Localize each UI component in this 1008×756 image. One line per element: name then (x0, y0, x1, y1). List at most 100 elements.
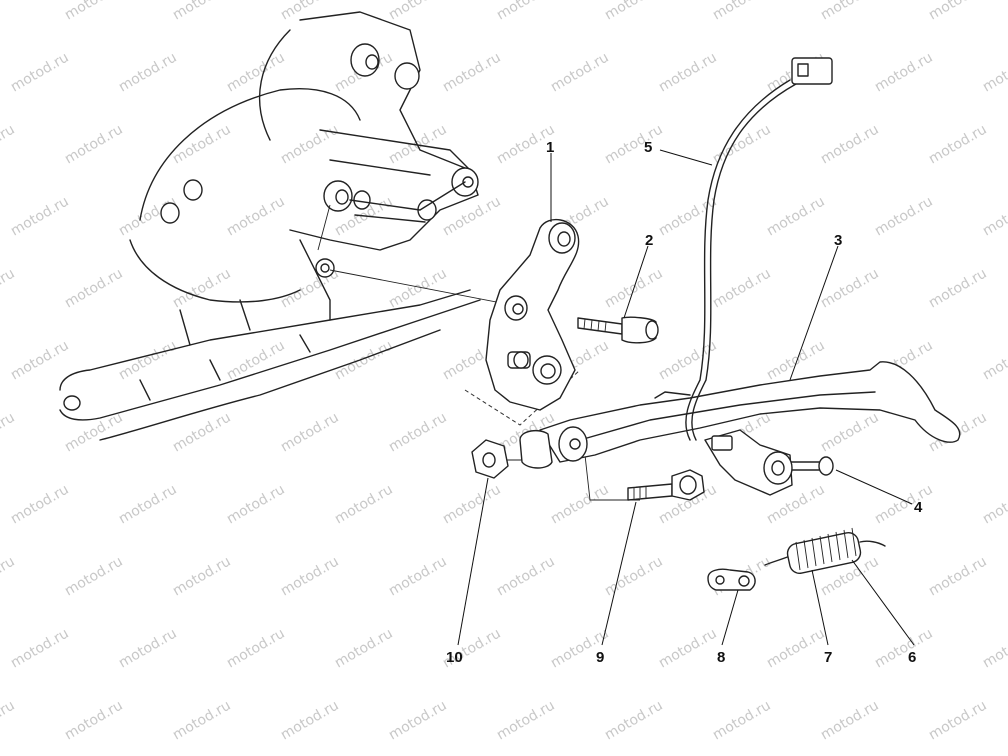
watermark-text: motod.ru (224, 625, 288, 671)
watermark-text: motod.ru (8, 337, 72, 383)
watermark-text: motod.ru (548, 481, 612, 527)
watermark-text: motod.ru (494, 697, 558, 743)
watermark-text: motod.ru (170, 697, 234, 743)
watermark-text: motod.ru (170, 265, 234, 311)
watermark-text: motod.ru (0, 0, 18, 23)
watermark-text: motod.ru (386, 0, 450, 23)
sidestand-bracket (485, 218, 580, 411)
callout-5: 5 (644, 139, 652, 156)
watermark-text: motod.ru (8, 193, 72, 239)
callout-leaders (457, 149, 915, 646)
watermark-text: motod.ru (224, 193, 288, 239)
watermark-text: motod.ru (0, 409, 18, 455)
callout-1: 1 (546, 139, 554, 156)
watermark-text: motod.ru (224, 481, 288, 527)
callout-labels: 1 2 3 4 5 6 7 8 9 10 (446, 139, 923, 666)
bolt (577, 316, 659, 344)
spring (764, 527, 886, 574)
watermark-text: motod.ru (440, 49, 504, 95)
watermark-text: motod.ru (764, 193, 828, 239)
watermark-text: motod.ru (764, 625, 828, 671)
watermark-text: motod.ru (0, 265, 18, 311)
watermark-text: motod.ru (656, 193, 720, 239)
watermark-text: motod.ru (818, 0, 882, 23)
watermark-text: motod.ru (710, 0, 774, 23)
watermark-text: motod.ru (818, 121, 882, 167)
watermark-text: motod.ru (980, 481, 1008, 527)
sidestand (519, 361, 961, 469)
watermark-text: motod.ru (602, 553, 666, 599)
pivot-bolt (627, 469, 705, 501)
watermark-text: motod.ru (818, 697, 882, 743)
engine-case-drawing (59, 11, 481, 441)
watermark-text: motod.ru (116, 49, 180, 95)
watermark-text: motod.ru (980, 625, 1008, 671)
watermark-text: motod.ru (8, 481, 72, 527)
watermark-text: motod.ru (872, 49, 936, 95)
callout-6: 6 (908, 649, 916, 666)
watermark-text: motod.ru (332, 337, 396, 383)
watermark-text: motod.ru (62, 0, 126, 23)
watermark-text: motod.ru (386, 553, 450, 599)
watermark-text: motod.ru (872, 193, 936, 239)
watermark-text: motod.ru (440, 481, 504, 527)
watermark-text: motod.ru (332, 481, 396, 527)
watermark-text: motod.ru (224, 49, 288, 95)
watermark-text: motod.ru (980, 193, 1008, 239)
callout-7: 7 (824, 649, 832, 666)
sidestand-switch (685, 57, 833, 496)
watermark-text: motod.ru (818, 409, 882, 455)
watermark-text: motod.ru (278, 409, 342, 455)
watermark-text: motod.ru (602, 0, 666, 23)
watermark-text: motod.ru (170, 409, 234, 455)
watermark-text: motod.ru (710, 265, 774, 311)
watermark-text: motod.ru (494, 553, 558, 599)
callout-3: 3 (834, 232, 842, 249)
watermark-text: motod.ru (62, 121, 126, 167)
callout-4: 4 (914, 499, 923, 516)
watermark-text: motod.ru (62, 409, 126, 455)
watermark-text: motod.ru (926, 553, 990, 599)
watermark-text: motod.ru (62, 265, 126, 311)
watermark-text: motod.ru (602, 121, 666, 167)
watermark-text: motod.ru (926, 697, 990, 743)
watermark-text: motod.ru (170, 553, 234, 599)
watermark-text: motod.ru (8, 49, 72, 95)
watermark-text: motod.ru (818, 265, 882, 311)
callout-10: 10 (446, 649, 463, 666)
watermark-text: motod.ru (980, 337, 1008, 383)
watermark-text: motod.ru (872, 625, 936, 671)
watermark-text: motod.ru (224, 337, 288, 383)
watermark-text: motod.ru (278, 553, 342, 599)
watermark-text: motod.ru (278, 697, 342, 743)
watermark-text: motod.ru (926, 265, 990, 311)
watermark-text: motod.ru (656, 625, 720, 671)
watermark-text: motod.ru (494, 0, 558, 23)
watermark-text: motod.ru (278, 0, 342, 23)
watermark-text: motod.ru (332, 625, 396, 671)
watermark-text: motod.ru (440, 193, 504, 239)
watermark-text: motod.ru (0, 553, 18, 599)
callout-8: 8 (717, 649, 725, 666)
watermark-text: motod.ru (710, 697, 774, 743)
watermark-text: motod.ru (386, 409, 450, 455)
nut (471, 439, 509, 479)
watermark-text: motod.ru (872, 481, 936, 527)
watermark-text: motod.ru (0, 697, 18, 743)
watermark-text: motod.ru (926, 0, 990, 23)
watermark-text: motod.ru (386, 697, 450, 743)
callout-2: 2 (645, 232, 653, 249)
watermark-text: motod.ru (548, 49, 612, 95)
watermark-text: motod.ru (0, 121, 18, 167)
watermark-text: motod.ru (116, 625, 180, 671)
watermark-text: motod.ru (62, 697, 126, 743)
watermark-text: motod.ru (656, 49, 720, 95)
watermark-text: motod.ru (980, 49, 1008, 95)
spring-plate (707, 568, 756, 591)
watermark-text: motod.ru (386, 265, 450, 311)
watermark-text: motod.ru (926, 121, 990, 167)
watermark-text: motod.ru (116, 481, 180, 527)
watermark-text: motod.ru (602, 697, 666, 743)
watermark-text: motod.ru (710, 121, 774, 167)
